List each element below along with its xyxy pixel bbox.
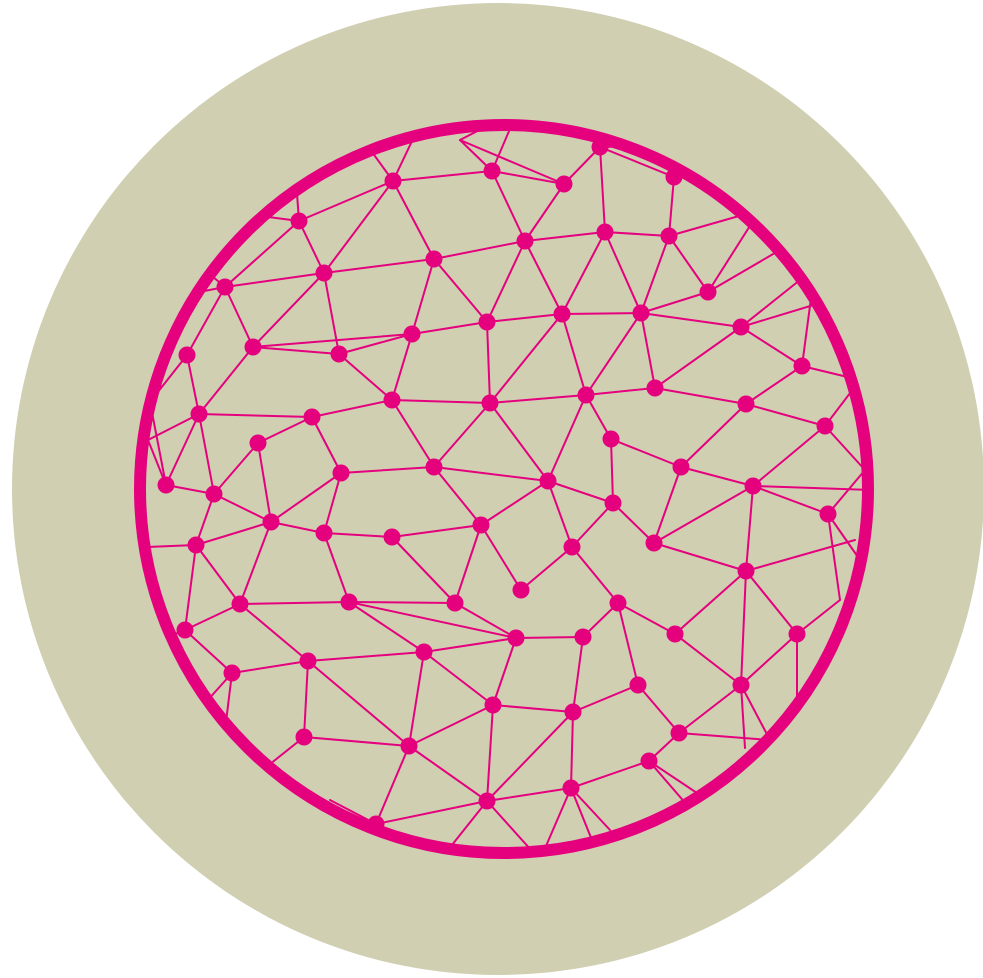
- mesh-node: [610, 595, 627, 612]
- mesh-node: [177, 622, 194, 639]
- mesh-node: [820, 506, 837, 523]
- mesh-node: [700, 284, 717, 301]
- mesh-node: [158, 477, 175, 494]
- mesh-edge: [349, 602, 455, 603]
- mesh-node: [404, 326, 421, 343]
- mesh-node: [484, 163, 501, 180]
- mesh-node: [508, 630, 525, 647]
- mesh-node: [564, 539, 581, 556]
- mesh-node: [316, 265, 333, 282]
- mesh-node: [733, 319, 750, 336]
- mesh-node: [385, 173, 402, 190]
- mesh-node: [300, 653, 317, 670]
- mesh-node: [447, 595, 464, 612]
- mesh-node: [188, 537, 205, 554]
- mesh-node: [250, 435, 267, 452]
- mesh-node: [485, 697, 502, 714]
- mesh-node: [384, 392, 401, 409]
- mesh-node: [789, 626, 806, 643]
- mesh-node: [540, 473, 557, 490]
- mesh-node: [605, 495, 622, 512]
- mesh-node: [384, 529, 401, 546]
- mesh-node: [232, 596, 249, 613]
- mesh-node: [738, 396, 755, 413]
- mesh-node: [556, 176, 573, 193]
- mesh-node: [426, 251, 443, 268]
- mesh-node: [603, 431, 620, 448]
- mesh-node: [554, 306, 571, 323]
- mesh-node: [673, 459, 690, 476]
- mesh-node: [517, 233, 534, 250]
- mesh-node: [641, 753, 658, 770]
- mesh-node: [661, 228, 678, 245]
- mesh-node: [563, 780, 580, 797]
- mesh-node: [745, 478, 762, 495]
- mesh-node: [224, 665, 241, 682]
- mesh-node: [597, 224, 614, 241]
- mesh-edge: [562, 313, 641, 314]
- mesh-node: [206, 486, 223, 503]
- mesh-node: [738, 563, 755, 580]
- mesh-node: [341, 594, 358, 611]
- mesh-node: [179, 347, 196, 364]
- mesh-node: [333, 465, 350, 482]
- mesh-node: [473, 517, 490, 534]
- mesh-node: [217, 279, 234, 296]
- mesh-node: [191, 406, 208, 423]
- mesh-node: [479, 314, 496, 331]
- mesh-node: [426, 459, 443, 476]
- mesh-node: [646, 535, 663, 552]
- mesh-node: [575, 629, 592, 646]
- mesh-node: [479, 793, 496, 810]
- mesh-node: [304, 409, 321, 426]
- mesh-node: [482, 395, 499, 412]
- mesh-node: [817, 418, 834, 435]
- mesh-node: [578, 387, 595, 404]
- mesh-node: [794, 358, 811, 375]
- mesh-node: [667, 626, 684, 643]
- mesh-node: [316, 525, 333, 542]
- mesh-node: [513, 582, 530, 599]
- mesh-node: [630, 677, 647, 694]
- mesh-node: [296, 729, 313, 746]
- mesh-node: [671, 725, 688, 742]
- mesh-node: [401, 738, 418, 755]
- mesh-edge: [516, 637, 583, 638]
- mesh-node: [733, 677, 750, 694]
- mesh-node: [633, 305, 650, 322]
- mesh-node: [245, 339, 262, 356]
- mesh-node: [331, 346, 348, 363]
- mesh-node: [263, 514, 280, 531]
- mesh-node: [647, 380, 664, 397]
- mesh-node: [291, 213, 308, 230]
- mesh-node: [416, 644, 433, 661]
- mesh-node: [565, 704, 582, 721]
